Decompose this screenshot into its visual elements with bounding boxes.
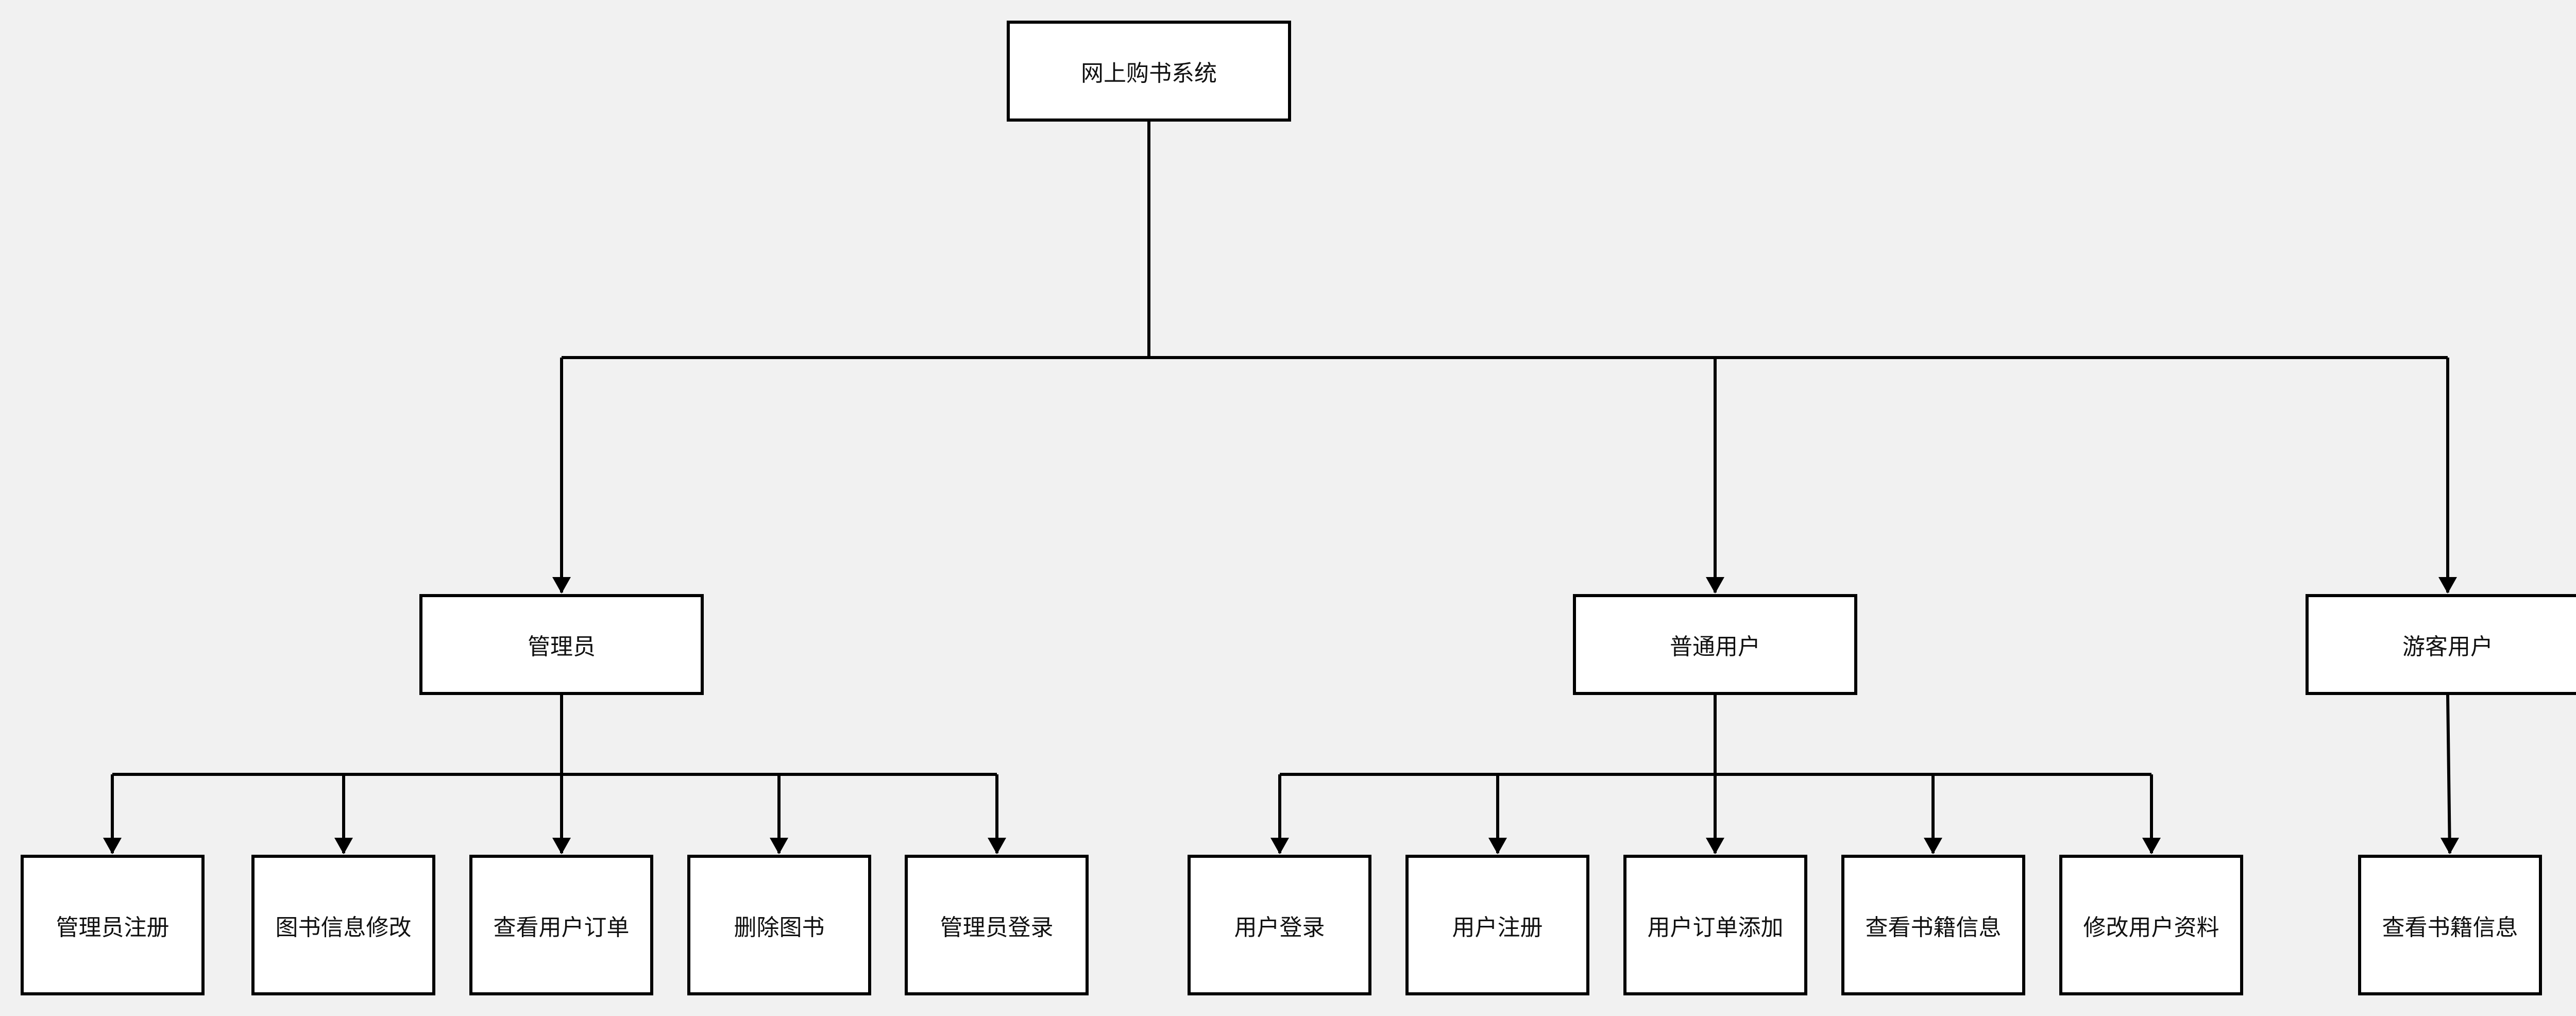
- node-user-order-add-label: 用户订单添加: [1647, 914, 1784, 941]
- node-book-info-edit: 图书信息修改: [251, 855, 435, 995]
- node-user-label: 普通用户: [1670, 634, 1760, 660]
- arrow-user-login: [1270, 838, 1289, 854]
- node-delete-book-label: 删除图书: [734, 914, 825, 941]
- arrow-delete-book: [770, 838, 788, 854]
- node-user: 普通用户: [1573, 594, 1857, 695]
- arrow-admin-login: [988, 838, 1006, 854]
- node-guest-view-book-info: 查看书籍信息: [2358, 855, 2542, 995]
- arrow-view-book-info: [1924, 838, 1942, 854]
- node-delete-book: 删除图书: [687, 855, 871, 995]
- edge-guest-view-book-info: [2446, 695, 2451, 854]
- node-user-order-add: 用户订单添加: [1623, 855, 1807, 995]
- arrow-user: [1706, 577, 1724, 594]
- arrow-edit-user-profile: [2142, 838, 2161, 854]
- arrow-admin: [552, 577, 571, 594]
- arrow-user-register: [1488, 838, 1507, 854]
- node-view-book-info-label: 查看书籍信息: [1865, 914, 2002, 941]
- arrow-book-info-edit: [334, 838, 353, 854]
- node-guest-label: 游客用户: [2402, 634, 2493, 660]
- node-admin-login-label: 管理员登录: [940, 914, 1054, 941]
- node-admin-label: 管理员: [528, 634, 596, 660]
- arrow-view-user-orders: [552, 838, 571, 854]
- node-user-login-label: 用户登录: [1234, 914, 1325, 941]
- arrow-guest: [2438, 577, 2457, 594]
- node-admin-register-label: 管理员注册: [56, 914, 170, 941]
- node-user-register: 用户注册: [1405, 855, 1589, 995]
- node-admin: 管理员: [419, 594, 704, 695]
- arrow-user-order-add: [1706, 838, 1724, 854]
- node-view-book-info: 查看书籍信息: [1841, 855, 2025, 995]
- arrow-admin-register: [103, 838, 122, 854]
- node-book-info-edit-label: 图书信息修改: [275, 914, 412, 941]
- node-view-user-orders: 查看用户订单: [469, 855, 653, 995]
- node-edit-user-profile-label: 修改用户资料: [2083, 914, 2219, 941]
- node-guest-view-book-info-label: 查看书籍信息: [2382, 914, 2518, 941]
- arrow-guest-view-book-info: [2441, 838, 2459, 854]
- node-view-user-orders-label: 查看用户订单: [493, 914, 630, 941]
- node-user-login: 用户登录: [1188, 855, 1371, 995]
- node-user-register-label: 用户注册: [1452, 914, 1543, 941]
- node-admin-login: 管理员登录: [905, 855, 1089, 995]
- node-root: 网上购书系统: [1007, 21, 1291, 122]
- node-edit-user-profile: 修改用户资料: [2059, 855, 2243, 995]
- node-guest: 游客用户: [2306, 594, 2576, 695]
- node-admin-register: 管理员注册: [21, 855, 205, 995]
- node-root-label: 网上购书系统: [1081, 60, 1217, 87]
